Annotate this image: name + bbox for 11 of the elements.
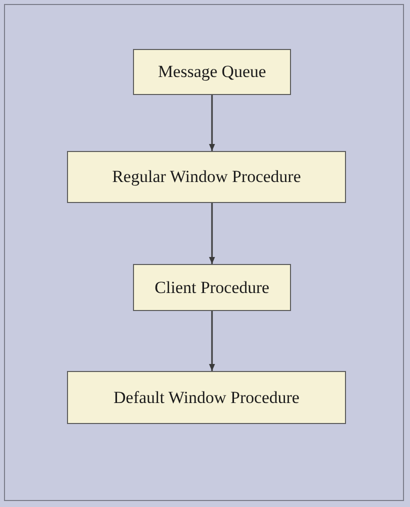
arrow — [209, 203, 215, 264]
process-box — [133, 264, 291, 311]
box-label: Client Procedure — [154, 278, 270, 298]
arrow — [209, 95, 215, 151]
box-label: Regular Window Procedure — [112, 167, 301, 187]
process-box — [133, 49, 291, 95]
process-box — [67, 151, 346, 203]
process-box — [67, 371, 346, 424]
arrow — [209, 311, 215, 371]
box-label: Default Window Procedure — [114, 388, 300, 408]
box-label: Message Queue — [158, 62, 266, 82]
